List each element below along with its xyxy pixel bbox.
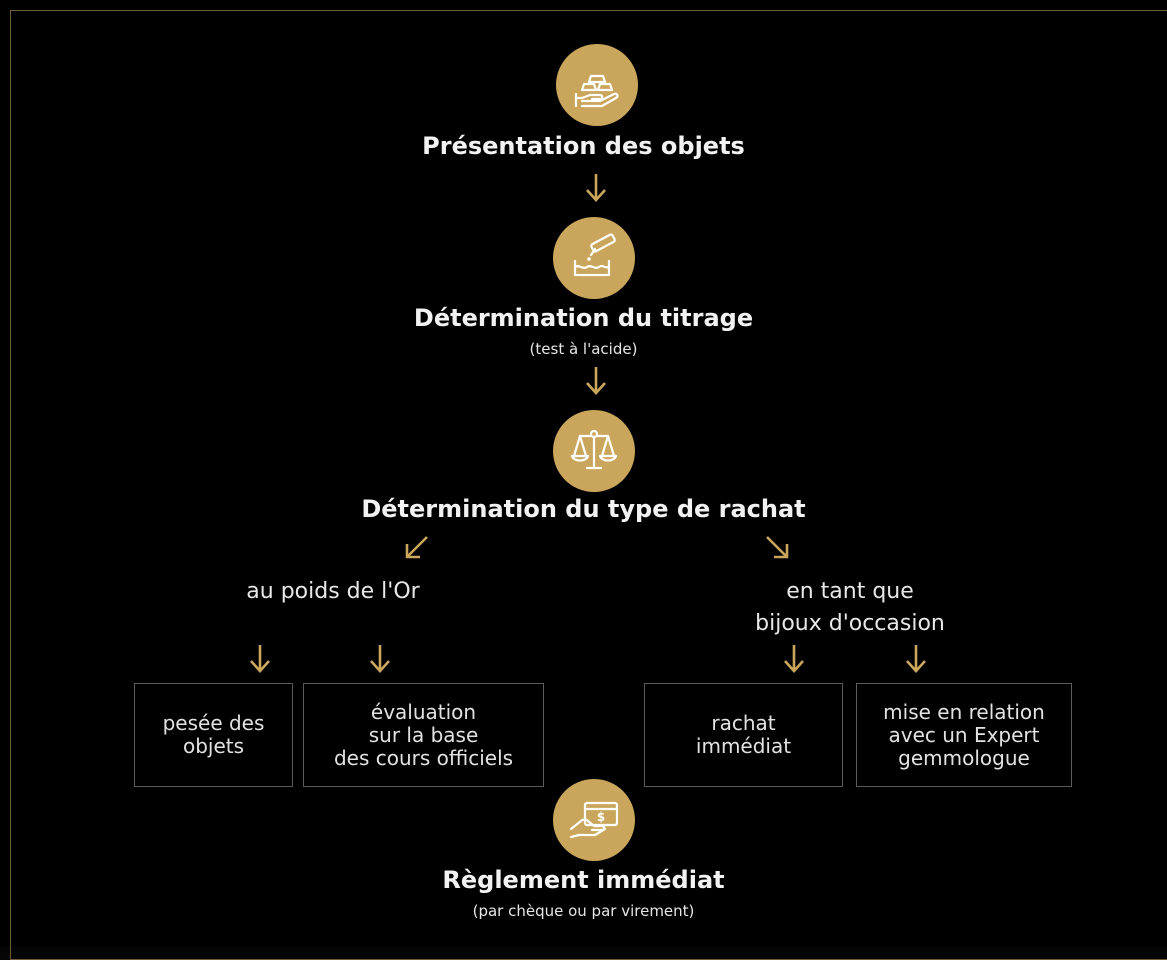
box-expert-line: avec un Expert bbox=[888, 722, 1040, 747]
box-evaluation-line: évaluation bbox=[370, 699, 477, 724]
acid-test-icon bbox=[553, 217, 635, 299]
box-rachat-line: immédiat bbox=[695, 734, 792, 758]
box-evaluation: évaluation sur la base des cours officie… bbox=[303, 683, 544, 787]
step-type-title: Détermination du type de rachat bbox=[361, 495, 806, 523]
branch-right-label: en tant que bijoux d'occasion bbox=[700, 576, 1000, 640]
box-pesee: pesée des objets bbox=[134, 683, 293, 787]
box-pesee-line: pesée des bbox=[162, 711, 265, 735]
svg-text:$: $ bbox=[597, 810, 605, 824]
step-titrage-subtitle: (test à l'acide) bbox=[529, 340, 638, 358]
box-evaluation-line: sur la base bbox=[368, 722, 479, 747]
box-evaluation-line: des cours officiels bbox=[333, 745, 514, 770]
branch-left-label: au poids de l'Or bbox=[246, 579, 420, 604]
balance-scale-icon bbox=[553, 410, 635, 492]
gold-bars-in-hand-icon bbox=[556, 44, 638, 126]
step-reglement-title: Règlement immédiat bbox=[442, 866, 725, 894]
payment-card-hand-icon: $ bbox=[553, 779, 635, 861]
box-expert-line: gemmologue bbox=[898, 745, 1030, 770]
down-left-arrow-icon bbox=[405, 536, 428, 559]
step-presentation-title: Présentation des objets bbox=[422, 132, 745, 160]
branch-right-line2: bijoux d'occasion bbox=[755, 611, 945, 636]
box-expert-line: mise en relation bbox=[883, 699, 1045, 724]
down-arrow-icon bbox=[586, 367, 606, 395]
branch-right-line1: en tant que bbox=[786, 579, 914, 604]
down-arrow-icon bbox=[586, 174, 606, 202]
step-titrage-title: Détermination du titrage bbox=[413, 304, 754, 332]
box-expert: mise en relation avec un Expert gemmolog… bbox=[856, 683, 1072, 787]
box-pesee-line: objets bbox=[182, 734, 245, 758]
down-arrow-icon bbox=[250, 645, 270, 673]
box-rachat: rachat immédiat bbox=[644, 683, 843, 787]
down-arrow-icon bbox=[784, 645, 804, 673]
down-arrow-icon bbox=[370, 645, 390, 673]
down-right-arrow-icon bbox=[766, 536, 789, 559]
box-rachat-line: rachat bbox=[711, 711, 776, 735]
down-arrow-icon bbox=[906, 645, 926, 673]
step-reglement-subtitle: (par chèque ou par virement) bbox=[472, 902, 695, 920]
